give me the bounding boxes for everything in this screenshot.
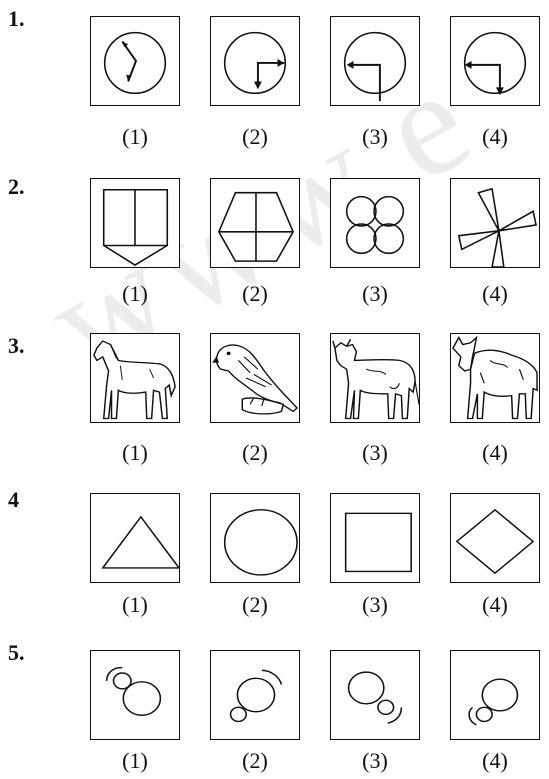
option-label: (4) <box>450 281 540 307</box>
option-label: (1) <box>90 281 180 307</box>
clock-arrows-figure <box>451 17 539 105</box>
option-label: (3) <box>330 440 420 466</box>
option-figure-triangle[interactable] <box>90 493 180 583</box>
square-shape <box>331 494 419 582</box>
circles-arc-figure <box>331 651 419 739</box>
option-label: (2) <box>210 440 300 466</box>
four-circles-figure <box>331 179 419 267</box>
option-label: (3) <box>330 592 420 618</box>
option-label: (1) <box>90 592 180 618</box>
option-label: (2) <box>210 124 300 150</box>
option-figure-clock-2[interactable] <box>210 16 300 106</box>
diamond-shape <box>451 494 539 582</box>
quartered-hexagon-figure <box>211 179 299 267</box>
horse-icon <box>91 334 179 422</box>
clock-arrows-figure <box>211 17 299 105</box>
triangle-shape <box>91 494 179 582</box>
option-label: (1) <box>90 748 180 774</box>
option-label: (4) <box>450 748 540 774</box>
question-number: 3. <box>8 333 25 359</box>
circles-arc-figure <box>451 651 539 739</box>
option-label: (2) <box>210 281 300 307</box>
option-figure-circles-arc-2[interactable] <box>210 650 300 740</box>
option-label: (3) <box>330 124 420 150</box>
option-figure-clock-3[interactable] <box>330 16 420 106</box>
pinwheel-figure <box>451 179 539 267</box>
option-figure-bull[interactable] <box>450 333 540 423</box>
option-figure-pentagon[interactable] <box>90 178 180 268</box>
option-label: (2) <box>210 592 300 618</box>
clock-arrows-figure <box>91 17 179 105</box>
question-number: 5. <box>8 640 25 666</box>
question-number: 1. <box>8 6 25 32</box>
option-figure-pinwheel[interactable] <box>450 178 540 268</box>
bull-icon <box>451 334 539 422</box>
option-figure-diamond[interactable] <box>450 493 540 583</box>
option-figure-four-circles[interactable] <box>330 178 420 268</box>
question-number: 4 <box>8 487 19 513</box>
circles-arc-figure <box>211 651 299 739</box>
option-figure-cow[interactable] <box>330 333 420 423</box>
option-figure-clock-1[interactable] <box>90 16 180 106</box>
option-figure-parrot[interactable] <box>210 333 300 423</box>
option-figure-circles-arc-3[interactable] <box>330 650 420 740</box>
option-label: (3) <box>330 281 420 307</box>
cow-icon <box>331 334 419 422</box>
option-figure-clock-4[interactable] <box>450 16 540 106</box>
parrot-icon <box>211 334 299 422</box>
circles-arc-figure <box>91 651 179 739</box>
option-figure-horse[interactable] <box>90 333 180 423</box>
option-label: (1) <box>90 124 180 150</box>
option-label: (4) <box>450 592 540 618</box>
option-figure-hexagon[interactable] <box>210 178 300 268</box>
option-label: (4) <box>450 440 540 466</box>
question-number: 2. <box>8 174 25 200</box>
option-label: (4) <box>450 124 540 150</box>
circle-shape <box>211 494 299 582</box>
divided-pentagon-figure <box>91 179 179 267</box>
option-figure-square[interactable] <box>330 493 420 583</box>
option-label: (3) <box>330 748 420 774</box>
clock-arrows-figure <box>331 17 419 105</box>
option-figure-circles-arc-4[interactable] <box>450 650 540 740</box>
option-figure-circles-arc-1[interactable] <box>90 650 180 740</box>
option-figure-circle[interactable] <box>210 493 300 583</box>
option-label: (2) <box>210 748 300 774</box>
option-label: (1) <box>90 440 180 466</box>
